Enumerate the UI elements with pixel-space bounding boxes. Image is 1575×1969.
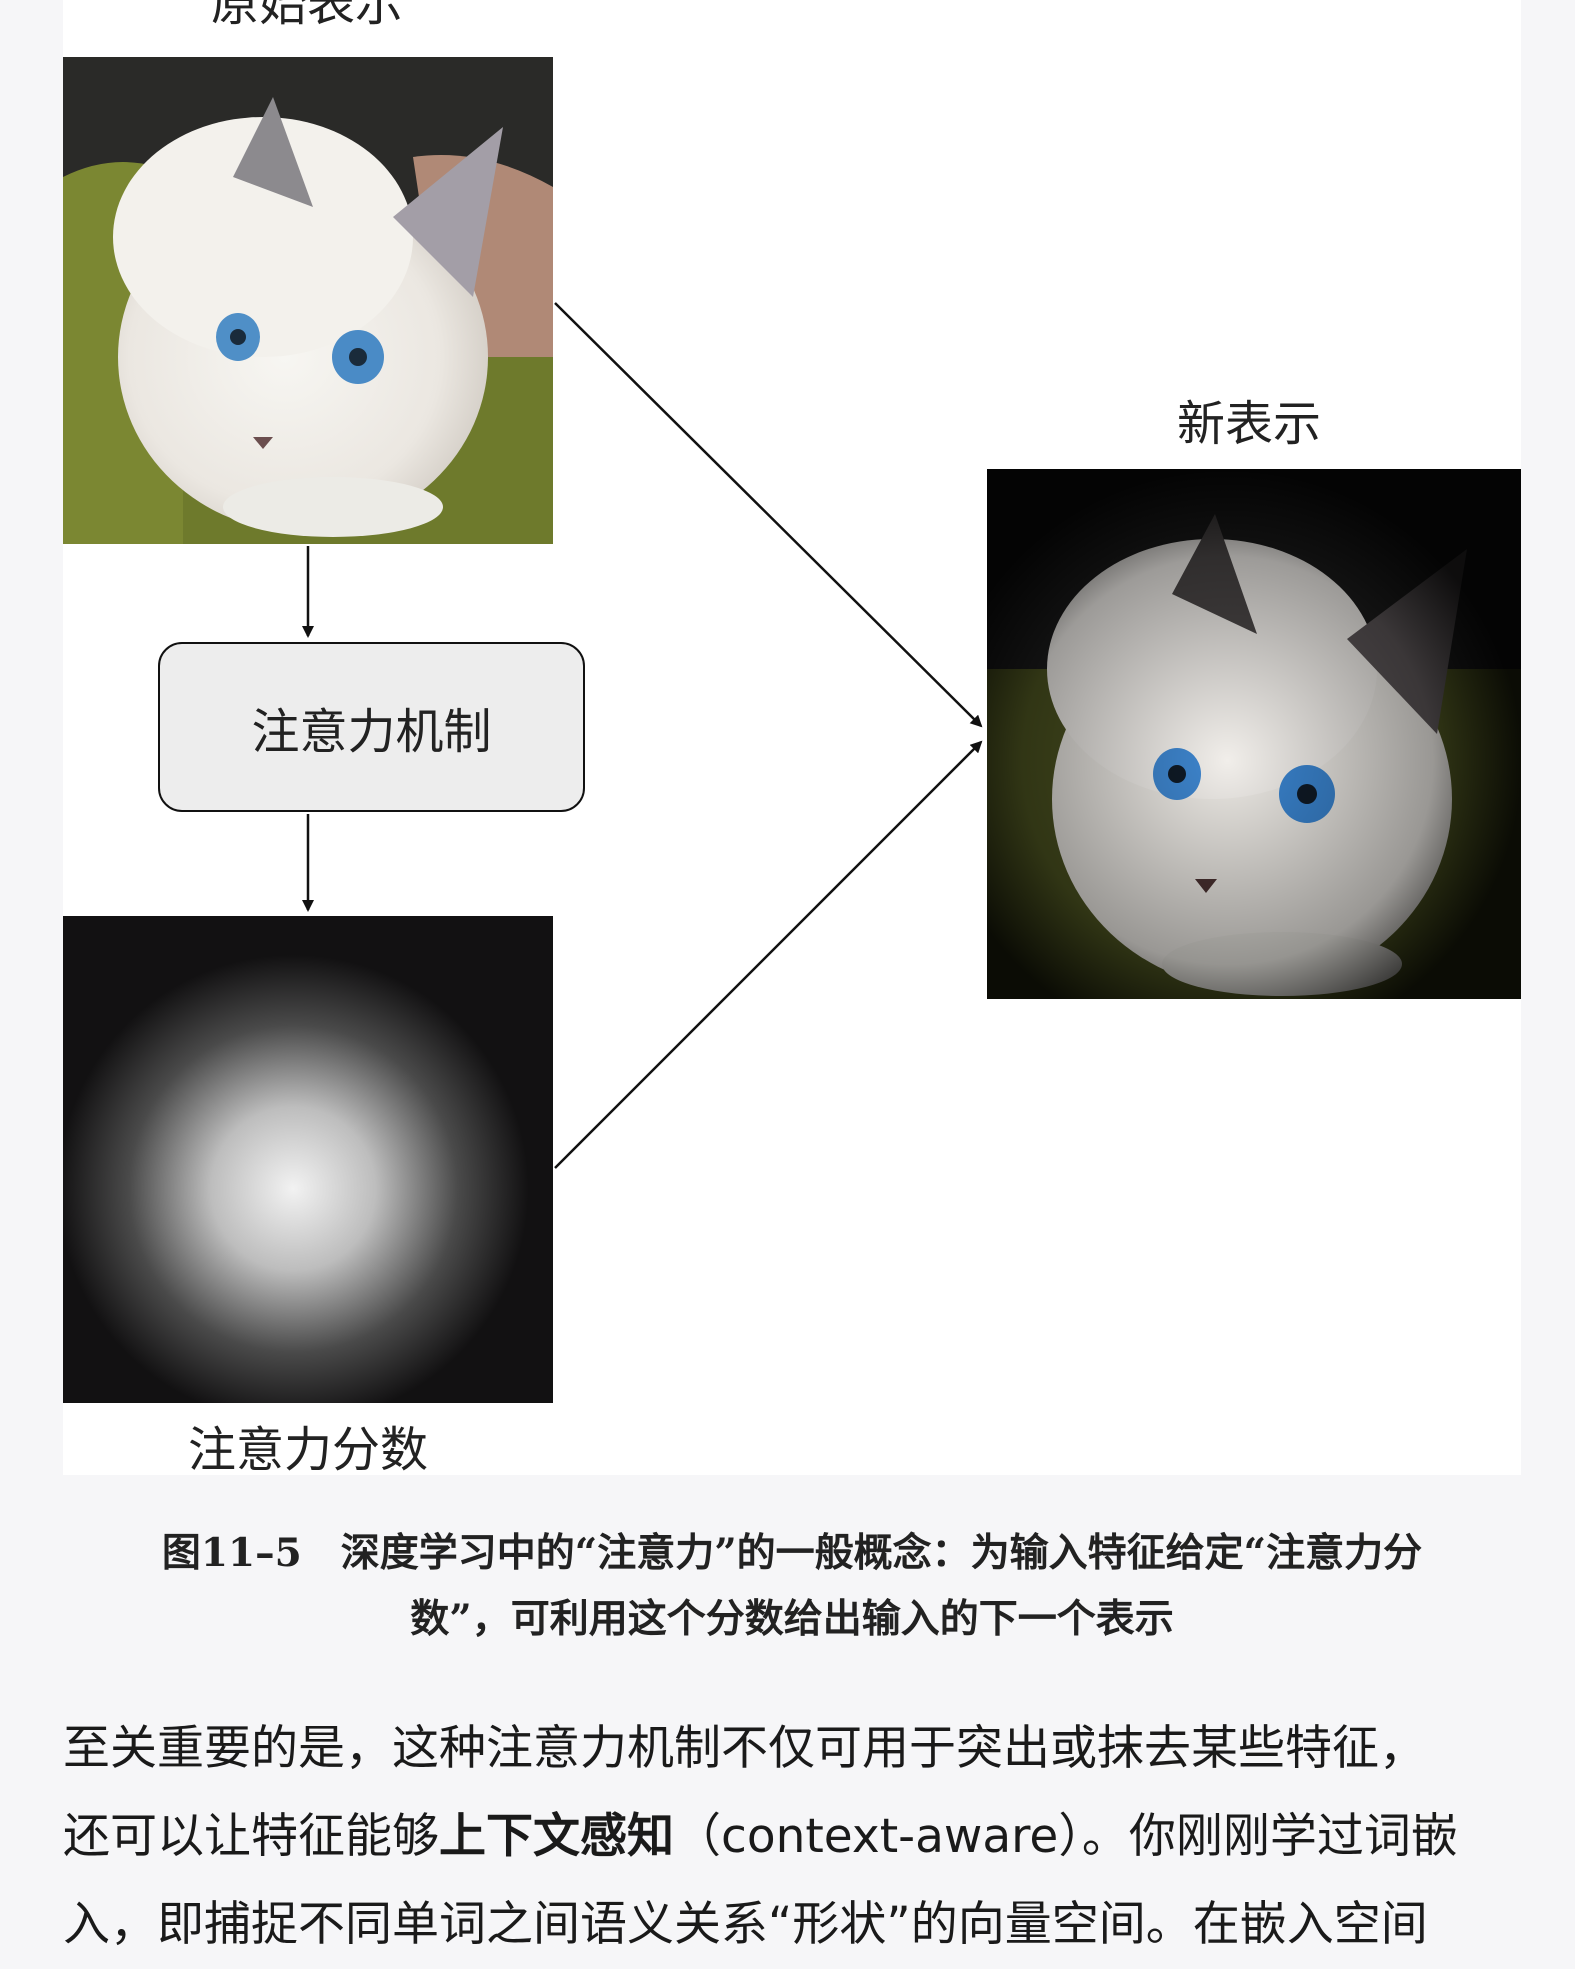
arrow-original-to-new — [554, 302, 983, 728]
body-line-2-end: （context-aware）。你刚刚学过词嵌 — [674, 1809, 1458, 1864]
figure-caption: 图11–5 深度学习中的“注意力”的一般概念：为输入特征给定“注意力分 数”，可… — [63, 1520, 1521, 1652]
body-line-2-start: 还可以让特征能够 — [63, 1809, 439, 1864]
body-line-2: 还可以让特征能够上下文感知（context-aware）。你刚刚学过词嵌 — [63, 1793, 1533, 1881]
caption-line-2: 数”，可利用这个分数给出输入的下一个表示 — [410, 1596, 1174, 1642]
body-term-context-aware: 上下文感知 — [439, 1809, 674, 1864]
original-cat-image — [63, 57, 553, 544]
label-attention-scores: 注意力分数 — [188, 1422, 429, 1478]
figure-arrows — [302, 302, 983, 1169]
body-paragraph: 至关重要的是，这种注意力机制不仅可用于突出或抹去某些特征， 还可以让特征能够上下… — [63, 1705, 1533, 1969]
label-new-representation: 新表示 — [1177, 396, 1322, 452]
figure-panel: 原始表示 新表示 — [63, 0, 1521, 1475]
attention-score-image — [63, 916, 553, 1403]
new-cat-image — [987, 469, 1521, 999]
attention-mechanism-box: 注意力机制 — [158, 642, 585, 812]
arrow-scores-to-new — [554, 740, 983, 1169]
body-line-1: 至关重要的是，这种注意力机制不仅可用于突出或抹去某些特征， — [63, 1721, 1426, 1776]
label-original-representation: 原始表示 — [211, 0, 404, 32]
body-line-3: 入，即捕捉不同单词之间语义关系“形状”的向量空间。在嵌入空间 — [63, 1897, 1428, 1952]
caption-line-1: 图11–5 深度学习中的“注意力”的一般概念：为输入特征给定“注意力分 — [161, 1530, 1423, 1576]
